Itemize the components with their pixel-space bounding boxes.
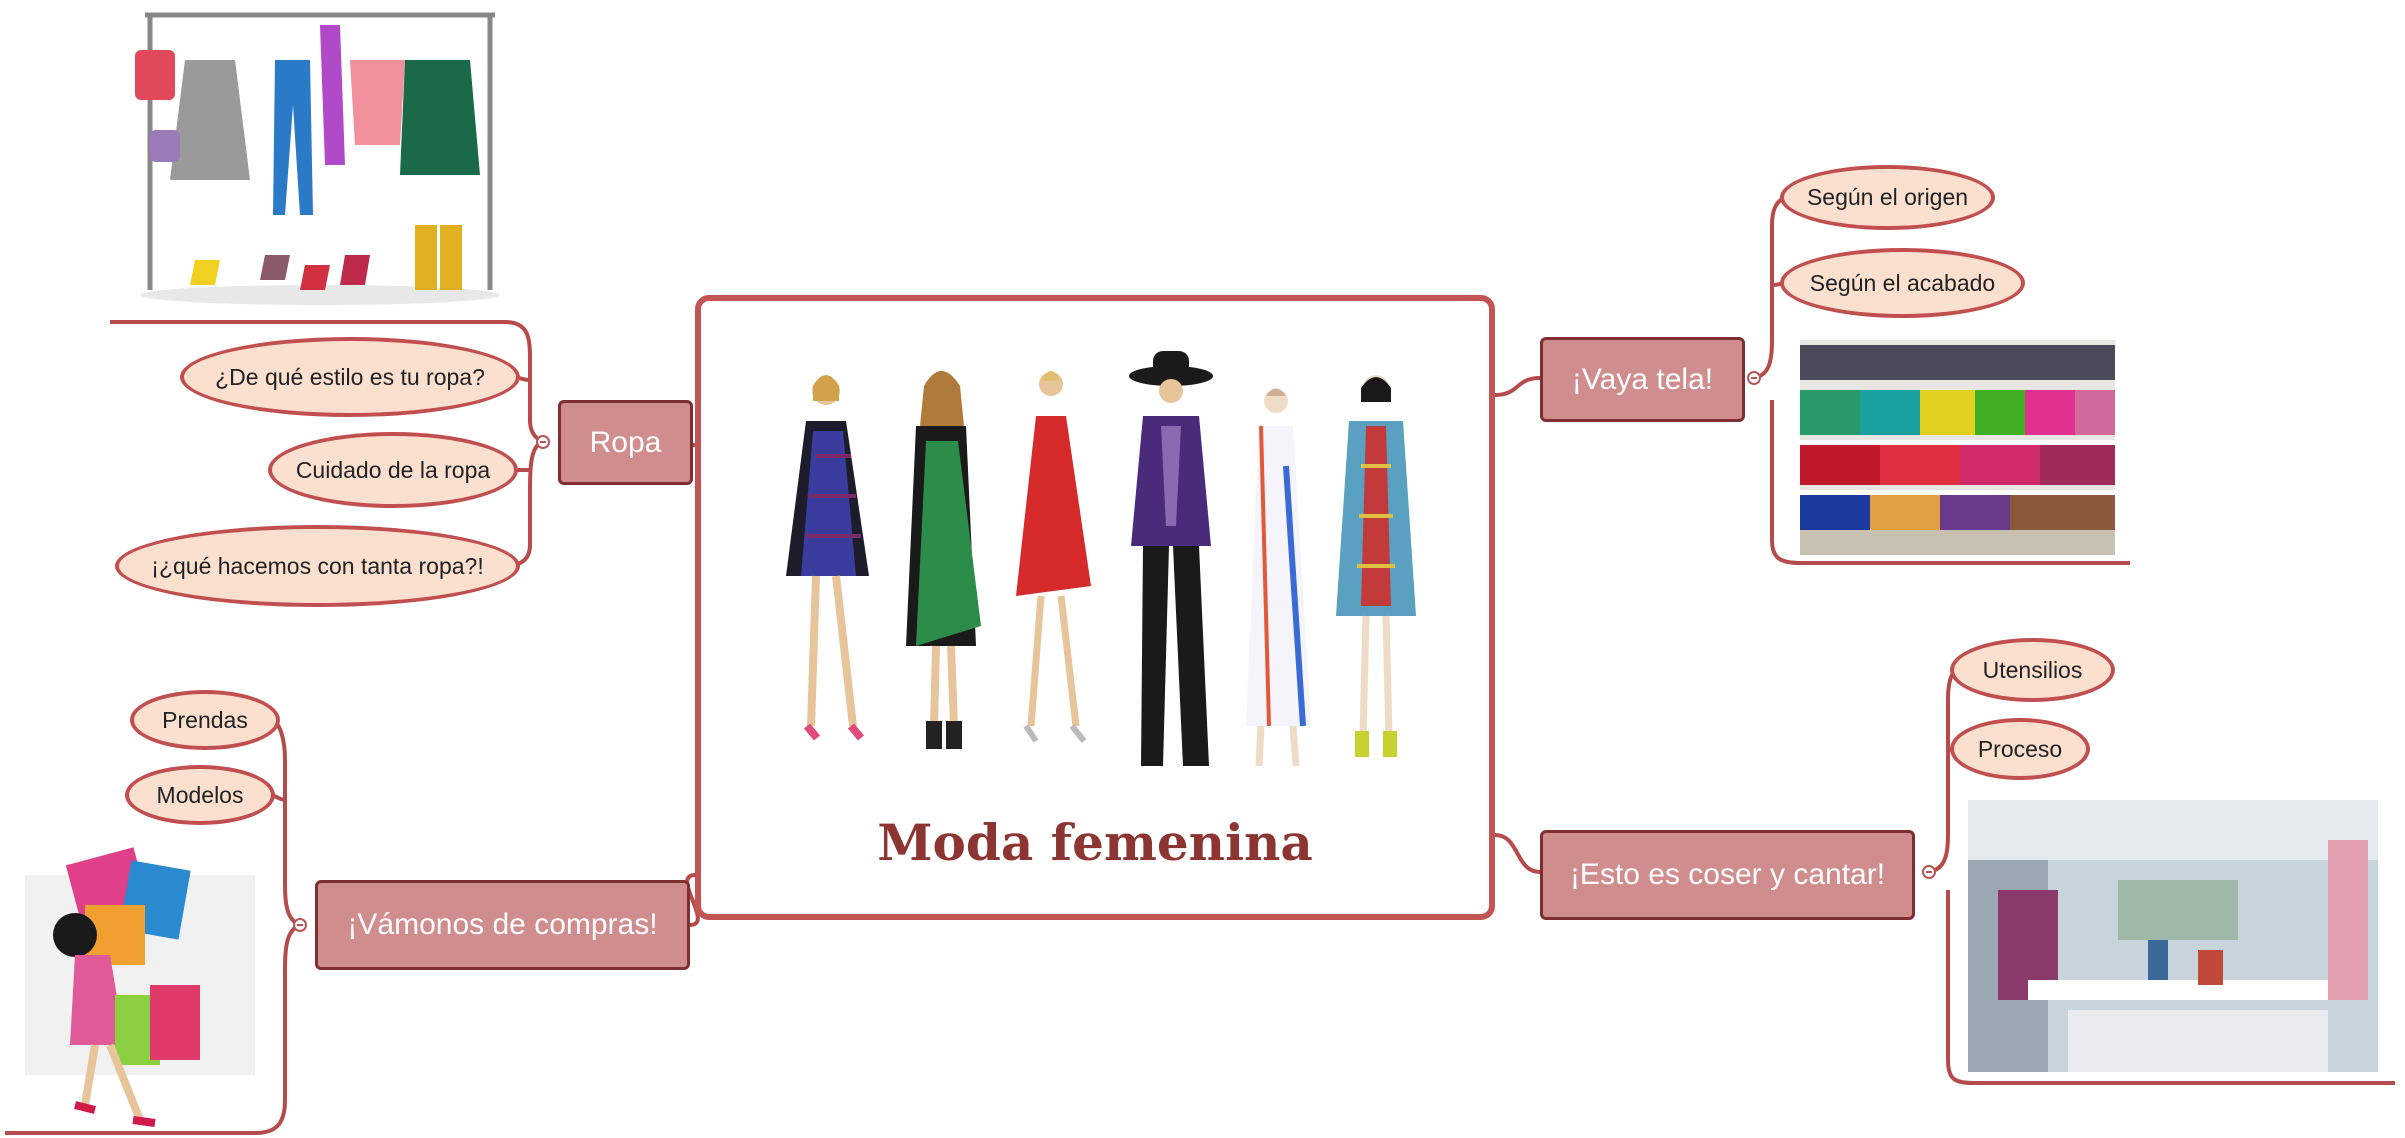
collapse-toggle-compras[interactable] [293, 918, 307, 932]
shopping-woman-image [25, 847, 255, 1127]
subtopic-modelos[interactable]: Modelos [125, 765, 275, 825]
subtopic-segun-acabado[interactable]: Según el acabado [1780, 248, 2025, 318]
topic-compras[interactable]: ¡Vámonos de compras! [315, 880, 690, 970]
fashion-figure [906, 371, 981, 749]
fashion-illustration-image [786, 351, 1416, 767]
clothes-rack-image [135, 12, 500, 305]
subtopic-tanta-ropa[interactable]: ¡¿qué hacemos con tanta ropa?! [115, 525, 520, 607]
collapse-toggle-coser[interactable] [1922, 865, 1936, 879]
fashion-figure [786, 375, 869, 741]
fashion-figure [1246, 388, 1311, 767]
subtopic-utensilios[interactable]: Utensilios [1950, 638, 2115, 702]
central-topic-title: Moda femenina [877, 813, 1313, 872]
subtopic-cuidado-ropa[interactable]: Cuidado de la ropa [268, 432, 518, 508]
fabric-shelves-image [1800, 340, 2115, 555]
fashion-figure [1016, 371, 1091, 743]
fashion-figure [1336, 375, 1416, 757]
collapse-toggle-tela[interactable] [1747, 371, 1761, 385]
topic-tela[interactable]: ¡Vaya tela! [1540, 337, 1745, 422]
sewing-workshop-image [1968, 800, 2378, 1072]
central-topic[interactable]: Moda femenina [695, 295, 1495, 920]
topic-ropa[interactable]: Ropa [558, 400, 693, 485]
collapse-toggle-ropa[interactable] [536, 435, 550, 449]
fashion-figure [1129, 351, 1213, 766]
subtopic-prendas[interactable]: Prendas [130, 690, 280, 750]
topic-coser[interactable]: ¡Esto es coser y cantar! [1540, 830, 1915, 920]
subtopic-estilo-ropa[interactable]: ¿De qué estilo es tu ropa? [180, 337, 520, 417]
subtopic-segun-origen[interactable]: Según el origen [1780, 165, 1995, 230]
subtopic-proceso[interactable]: Proceso [1950, 718, 2090, 780]
